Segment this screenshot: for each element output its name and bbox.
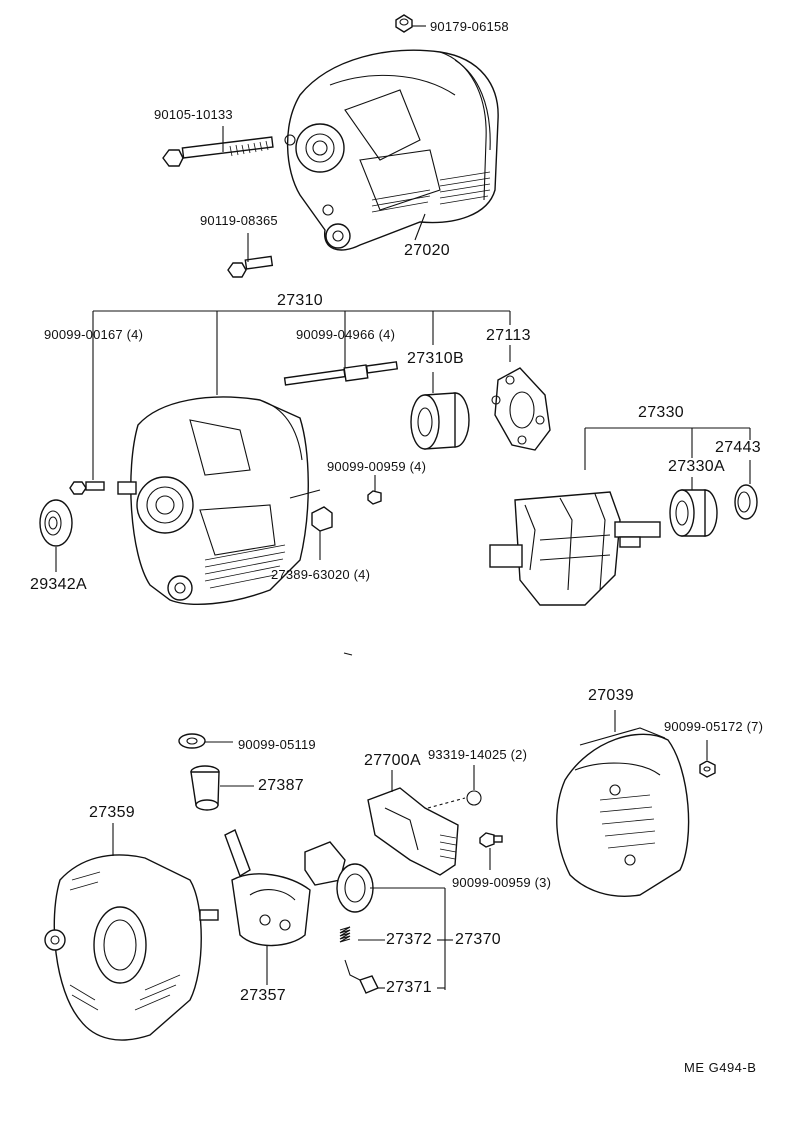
mid-screw-drawing bbox=[367, 490, 382, 505]
drive-end-frame-drawing bbox=[117, 396, 321, 606]
bearing-cover-drawing bbox=[734, 484, 758, 520]
label-terminal-nut: 90099-05119 bbox=[238, 737, 316, 752]
brush-holder-drawing bbox=[304, 841, 446, 990]
label-brush-screw: 90099-00959 (3) bbox=[452, 875, 552, 890]
label-rear-bearing: 27330A bbox=[668, 458, 725, 475]
label-rear-cover: 27039 bbox=[588, 687, 634, 704]
label-terminal-insulator: 27387 bbox=[258, 777, 304, 794]
label-bolt-long: 90105-10133 bbox=[154, 107, 233, 122]
label-brush-spring: 27372 bbox=[386, 931, 432, 948]
rotor-drawing bbox=[489, 491, 661, 606]
nut-top-drawing bbox=[395, 14, 426, 33]
label-regulator-screw: 93319-14025 (2) bbox=[428, 747, 528, 762]
label-front-bearing: 27310B bbox=[407, 350, 464, 367]
bolt-short-drawing bbox=[227, 255, 274, 278]
label-bolt-short: 90119-08365 bbox=[200, 213, 278, 228]
rear-bearing-drawing bbox=[669, 489, 718, 537]
through-bolt-drawing bbox=[283, 361, 399, 386]
label-insulator: 27389-63020 (4) bbox=[271, 567, 371, 582]
bolt-long-drawing bbox=[162, 136, 274, 167]
rear-cover-drawing bbox=[556, 710, 690, 897]
label-pulley-collar: 29342A bbox=[30, 576, 87, 593]
front-bearing-drawing bbox=[410, 392, 470, 450]
regulator-drawing bbox=[367, 765, 482, 876]
rectifier-holder-drawing bbox=[224, 829, 311, 985]
drive-end-bracket-lines bbox=[92, 310, 511, 492]
label-mid-screw: 90099-00959 (4) bbox=[327, 459, 427, 474]
brush-screw-drawing bbox=[479, 832, 503, 870]
rear-nut-drawing bbox=[699, 740, 716, 778]
label-through-bolt: 90099-04966 (4) bbox=[296, 327, 396, 342]
label-nut-top: 90179-06158 bbox=[430, 19, 509, 34]
insulator-drawing bbox=[311, 506, 333, 560]
label-brush: 27371 bbox=[386, 979, 432, 996]
label-drive-end-frame-assy: 27310 bbox=[277, 292, 323, 309]
rotor-bracket-lines bbox=[584, 427, 751, 490]
label-alternator-assy: 27020 bbox=[404, 242, 450, 259]
terminal-nut-drawing bbox=[178, 733, 233, 749]
label-brush-holder-assy: 27370 bbox=[455, 931, 501, 948]
retainer-plate-drawing bbox=[491, 367, 551, 451]
alternator-assembly-drawing bbox=[162, 14, 499, 278]
pulley-collar-drawing bbox=[39, 499, 73, 572]
brush-spring-drawing bbox=[339, 926, 453, 943]
stud-bolt-drawing bbox=[69, 481, 105, 495]
label-stud-bolt: 90099-00167 (4) bbox=[44, 327, 144, 342]
label-rectifier-holder: 27357 bbox=[240, 987, 286, 1004]
label-rear-nut: 90099-05172 (7) bbox=[664, 719, 764, 734]
label-rear-frame: 27359 bbox=[89, 804, 135, 821]
label-retainer-plate: 27113 bbox=[486, 327, 531, 344]
label-rotor-assy: 27330 bbox=[638, 404, 684, 421]
rear-frame-drawing bbox=[44, 823, 219, 1041]
label-bearing-cover: 27443 bbox=[715, 439, 761, 456]
brush-drawing bbox=[344, 959, 445, 994]
figure-code: ME G494-B bbox=[684, 1060, 757, 1075]
label-regulator-assy: 27700A bbox=[364, 752, 421, 769]
terminal-insulator-drawing bbox=[190, 765, 254, 811]
